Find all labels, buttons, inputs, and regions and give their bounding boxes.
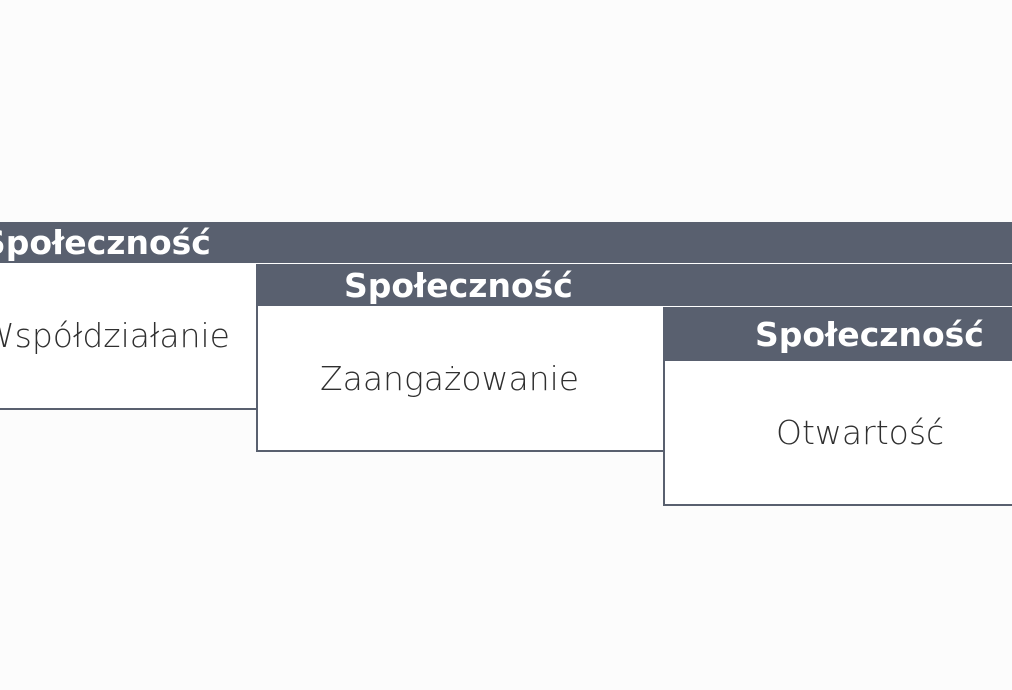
step-card-header-label: Społeczność: [0, 223, 211, 262]
step-card-header: Społeczność: [258, 264, 1012, 306]
step-card-header-label: Społeczność: [344, 265, 573, 305]
step-card-body-label: Współdziałanie: [0, 316, 230, 355]
step-card-body: Zaangażowanie: [258, 306, 1012, 450]
step-card-body-label: Otwartość: [776, 413, 945, 452]
step-card-3: Społeczność Otwartość: [663, 307, 1012, 506]
step-card-body: Otwartość: [665, 361, 1012, 504]
step-card-header-label: Społeczność: [755, 314, 984, 354]
step-card-header: Społeczność: [0, 222, 1012, 263]
step-card-body-label: Zaangażowanie: [320, 358, 580, 398]
step-card-header: Społeczność: [665, 307, 1012, 361]
step-card-body: Współdziałanie: [0, 263, 1012, 408]
